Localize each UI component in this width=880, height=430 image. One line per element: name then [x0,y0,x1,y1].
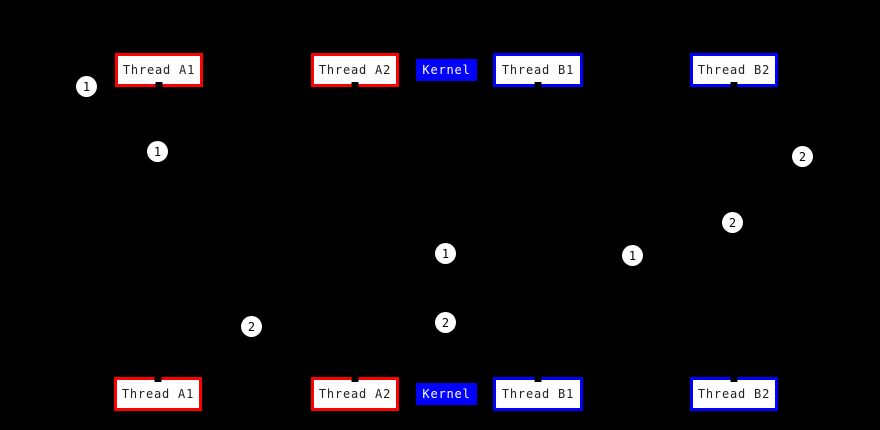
entity-label: Thread B1 [501,387,575,401]
step-marker: 1 [76,76,97,97]
entity-label: Thread A1 [122,63,196,77]
entity-box-thread-b2-bottom: Thread B2 [690,377,778,411]
entity-label: Thread B2 [697,63,771,77]
step-marker: 2 [241,316,262,337]
entity-box-thread-b1-top: Thread B1 [493,53,583,87]
entity-box-thread-a2-bottom: Thread A2 [311,377,399,411]
entity-box-kernel-top: Kernel [416,59,477,81]
entity-label: Thread A1 [121,387,195,401]
entity-label: Thread B1 [501,63,575,77]
entity-label: Thread B2 [697,387,771,401]
entity-box-thread-a1-bottom: Thread A1 [114,377,202,411]
entity-label: Thread A2 [318,387,392,401]
step-marker: 1 [147,141,168,162]
entity-label: Kernel [422,387,471,401]
entity-box-thread-a1-top: Thread A1 [115,53,203,87]
step-marker: 2 [435,312,456,333]
step-marker: 2 [792,146,813,167]
entity-box-kernel-bottom: Kernel [416,383,477,405]
entity-label: Kernel [422,63,471,77]
step-marker: 2 [722,212,743,233]
step-marker: 1 [622,245,643,266]
entity-box-thread-b1-bottom: Thread B1 [493,377,583,411]
entity-label: Thread A2 [318,63,392,77]
entity-box-thread-a2-top: Thread A2 [311,53,399,87]
step-marker: 1 [435,243,456,264]
entity-box-thread-b2-top: Thread B2 [690,53,778,87]
